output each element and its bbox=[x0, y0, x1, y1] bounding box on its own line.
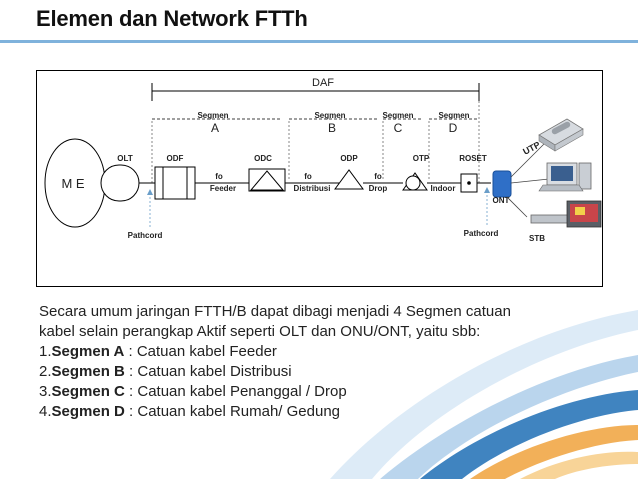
intro-line: kabel selain perangkap Aktif seperti OLT… bbox=[39, 323, 481, 340]
segment-name: Segmen D bbox=[51, 403, 125, 420]
odc-label: ODC bbox=[254, 154, 272, 163]
link-line bbox=[510, 178, 550, 184]
odf-label: ODF bbox=[167, 154, 184, 163]
diagram-canvas: DAF Segmen A Segmen B Segmen C Segmen D … bbox=[44, 77, 602, 243]
drop-label: Drop bbox=[369, 184, 388, 193]
arrowhead-icon bbox=[484, 187, 490, 193]
intro-line: Secara umum jaringan FTTH/B dapat dibagi… bbox=[39, 303, 511, 320]
segment-desc: : Catuan kabel Feeder bbox=[124, 343, 277, 360]
otp-label: OTP bbox=[413, 154, 430, 163]
network-diagram: DAF Segmen A Segmen B Segmen C Segmen D … bbox=[36, 70, 603, 287]
item-number: 4. bbox=[39, 403, 52, 420]
ont-device bbox=[492, 170, 512, 198]
olt-device bbox=[100, 164, 140, 202]
segment-name: Segmen C bbox=[51, 383, 125, 400]
odc-triangle-icon bbox=[249, 170, 285, 191]
segment-d-word: Segmen bbox=[438, 111, 469, 120]
segment-desc: : Catuan kabel Penanggal / Drop bbox=[124, 383, 347, 400]
segment-desc: : Catuan kabel Distribusi bbox=[124, 363, 292, 380]
list-item: 1.Segmen A : Catuan kabel Feeder bbox=[39, 342, 609, 362]
computer-icon bbox=[538, 162, 592, 192]
link-line bbox=[506, 196, 528, 218]
ont-label: ONT bbox=[493, 196, 510, 205]
slide-title: Elemen dan Network FTTh bbox=[36, 6, 308, 31]
odc-device bbox=[248, 168, 286, 192]
feeder-label: Feeder bbox=[210, 184, 236, 193]
stb-tv-icon bbox=[530, 200, 602, 228]
title-underline bbox=[0, 40, 638, 43]
list-item: 2.Segmen B : Catuan kabel Distribusi bbox=[39, 362, 609, 382]
link-line bbox=[510, 142, 546, 178]
pathcord-right-label: Pathcord bbox=[464, 229, 499, 238]
item-number: 2. bbox=[39, 363, 52, 380]
odp-label: ODP bbox=[340, 154, 358, 163]
segment-d-letter: D bbox=[449, 121, 458, 135]
telephone-icon bbox=[538, 118, 584, 152]
item-number: 3. bbox=[39, 383, 52, 400]
segment-name: Segmen B bbox=[51, 363, 125, 380]
fo-label: fo bbox=[374, 172, 382, 181]
segment-desc: : Catuan kabel Rumah/ Gedung bbox=[124, 403, 341, 420]
odf-device bbox=[154, 166, 196, 200]
segment-b-letter: B bbox=[328, 121, 336, 135]
list-item: 3.Segmen C : Catuan kabel Penanggal / Dr… bbox=[39, 382, 609, 402]
daf-label: DAF bbox=[312, 77, 334, 89]
description-text: Secara umum jaringan FTTH/B dapat dibagi… bbox=[39, 302, 609, 422]
distribusi-label: Distribusi bbox=[294, 184, 331, 193]
item-number: 1. bbox=[39, 343, 52, 360]
fo-label: fo bbox=[304, 172, 312, 181]
segment-a-word: Segmen bbox=[197, 111, 228, 120]
list-item: 4.Segmen D : Catuan kabel Rumah/ Gedung bbox=[39, 402, 609, 422]
pathcord-left-label: Pathcord bbox=[128, 231, 163, 240]
roset-dot-icon bbox=[467, 181, 471, 185]
otp-circle-icon bbox=[405, 175, 421, 191]
title-bar: Elemen dan Network FTTh bbox=[0, 0, 638, 40]
segment-c-word: Segmen bbox=[382, 111, 413, 120]
utp-label: UTP bbox=[521, 139, 542, 156]
arrowhead-icon bbox=[147, 189, 153, 195]
fo-label: fo bbox=[215, 172, 223, 181]
me-label: M E bbox=[61, 176, 84, 191]
stb-label: STB bbox=[529, 234, 545, 243]
olt-label: OLT bbox=[117, 154, 133, 163]
segment-b-word: Segmen bbox=[314, 111, 345, 120]
odp-triangle-icon bbox=[334, 169, 364, 190]
segment-a-letter: A bbox=[211, 121, 219, 135]
roset-label: ROSET bbox=[459, 154, 487, 163]
segment-c-letter: C bbox=[394, 121, 403, 135]
indoor-label: Indoor bbox=[431, 184, 456, 193]
segment-name: Segmen A bbox=[51, 343, 125, 360]
